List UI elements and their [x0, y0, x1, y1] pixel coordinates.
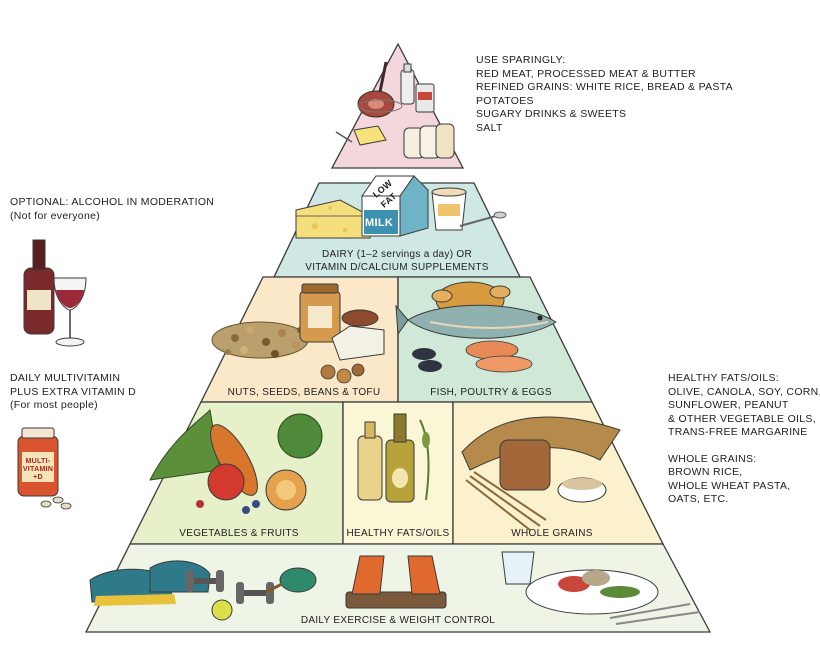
vitamin-label-2: VITAMIN	[23, 466, 53, 473]
dinner-plate-icon	[525, 569, 701, 625]
tennis-ball-icon	[211, 599, 233, 621]
whole-grains-item: BROWN RICE,	[668, 466, 743, 478]
mussels-icon	[412, 348, 442, 372]
vegetables-label: VEGETABLES & FRUITS	[179, 528, 298, 539]
multivitamin-line3: (For most people)	[10, 399, 98, 411]
use-sparingly-item: POTATOES	[476, 94, 534, 107]
use-sparingly-item: SALT	[476, 121, 503, 134]
wine-bottle-icon	[23, 239, 55, 335]
oil-bottles-icon	[357, 413, 430, 503]
cheese-icon	[295, 199, 371, 239]
use-sparingly-heading: USE SPARINGLY:	[476, 54, 566, 66]
healthy-fats-heading: HEALTHY FATS/OILS:	[668, 372, 780, 384]
multivitamin-bottle-icon: MULTI- VITAMIN +D	[17, 427, 72, 510]
dairy-label-line1: DAIRY (1–2 servings a day) OR	[322, 249, 472, 260]
healthy-fats-item: SUNFLOWER, PEANUT	[668, 399, 789, 411]
spoon-icon	[459, 211, 507, 227]
oils-label: HEALTHY FATS/OILS	[347, 528, 450, 539]
sneakers-icon	[89, 560, 211, 606]
yogurt-cup-icon	[431, 187, 467, 231]
whole-grains-item: WHOLE WHEAT PASTA,	[668, 479, 791, 492]
alcohol-note: OPTIONAL: ALCOHOL IN MODERATION (Not for…	[10, 196, 214, 223]
multivitamin-line1: DAILY MULTIVITAMIN	[10, 372, 121, 384]
fish-icon	[395, 304, 557, 339]
milk-carton-icon: LOW FAT MILK	[361, 175, 429, 237]
multivitamin-note: DAILY MULTIVITAMIN PLUS EXTRA VITAMIN D …	[10, 372, 136, 413]
grains-label: WHOLE GRAINS	[511, 528, 592, 539]
use-sparingly-item: REFINED GRAINS: WHITE RICE, BREAD & PAST…	[476, 81, 733, 93]
sugary-drink-icon	[400, 63, 435, 113]
alcohol-line2: (Not for everyone)	[10, 209, 101, 222]
water-glass-icon	[501, 551, 535, 585]
vitamin-label-1: MULTI-	[26, 458, 51, 465]
healthy-fats-note: HEALTHY FATS/OILS: OLIVE, CANOLA, SOY, C…	[668, 372, 820, 507]
red-meat-icon	[357, 61, 403, 118]
peanut-jar-icon	[299, 283, 341, 343]
nuts-label: NUTS, SEEDS, BEANS & TOFU	[228, 387, 381, 398]
exercise-label: DAILY EXERCISE & WEIGHT CONTROL	[301, 615, 495, 626]
whole-grains-heading: WHOLE GRAINS:	[668, 452, 757, 465]
vegetables-fruits-icon	[149, 408, 323, 514]
healthy-fats-item: TRANS-FREE MARGARINE	[668, 426, 808, 438]
shrimp-icon	[465, 340, 533, 373]
healthy-fats-item: OLIVE, CANOLA, SOY, CORN,	[668, 385, 820, 398]
scale-icon	[345, 555, 447, 609]
use-sparingly-note: USE SPARINGLY: RED MEAT, PROCESSED MEAT …	[476, 54, 733, 135]
whole-grains-icon	[461, 416, 621, 531]
wine-glass-icon	[53, 277, 87, 347]
vitamin-label-3: +D	[33, 474, 43, 481]
healthy-fats-item: & OTHER VEGETABLE OILS,	[668, 412, 816, 425]
white-bread-icon	[403, 123, 455, 159]
ping-pong-paddle-icon	[265, 567, 317, 594]
whole-grains-item: OATS, ETC.	[668, 493, 729, 505]
butter-icon	[335, 125, 387, 146]
nuts-beans-icon	[211, 321, 309, 359]
milk-text: MILK	[365, 217, 393, 229]
multivitamin-line2: PLUS EXTRA VITAMIN D	[10, 385, 136, 398]
use-sparingly-item: SUGARY DRINKS & SWEETS	[476, 108, 627, 120]
walnuts-icon	[320, 363, 365, 384]
fish-label: FISH, POULTRY & EGGS	[430, 387, 552, 398]
alcohol-line1: OPTIONAL: ALCOHOL IN MODERATION	[10, 196, 215, 208]
dairy-label-line2: VITAMIN D/CALCIUM SUPPLEMENTS	[305, 262, 489, 273]
use-sparingly-item: RED MEAT, PROCESSED MEAT & BUTTER	[476, 67, 696, 80]
tofu-icon	[331, 309, 385, 361]
